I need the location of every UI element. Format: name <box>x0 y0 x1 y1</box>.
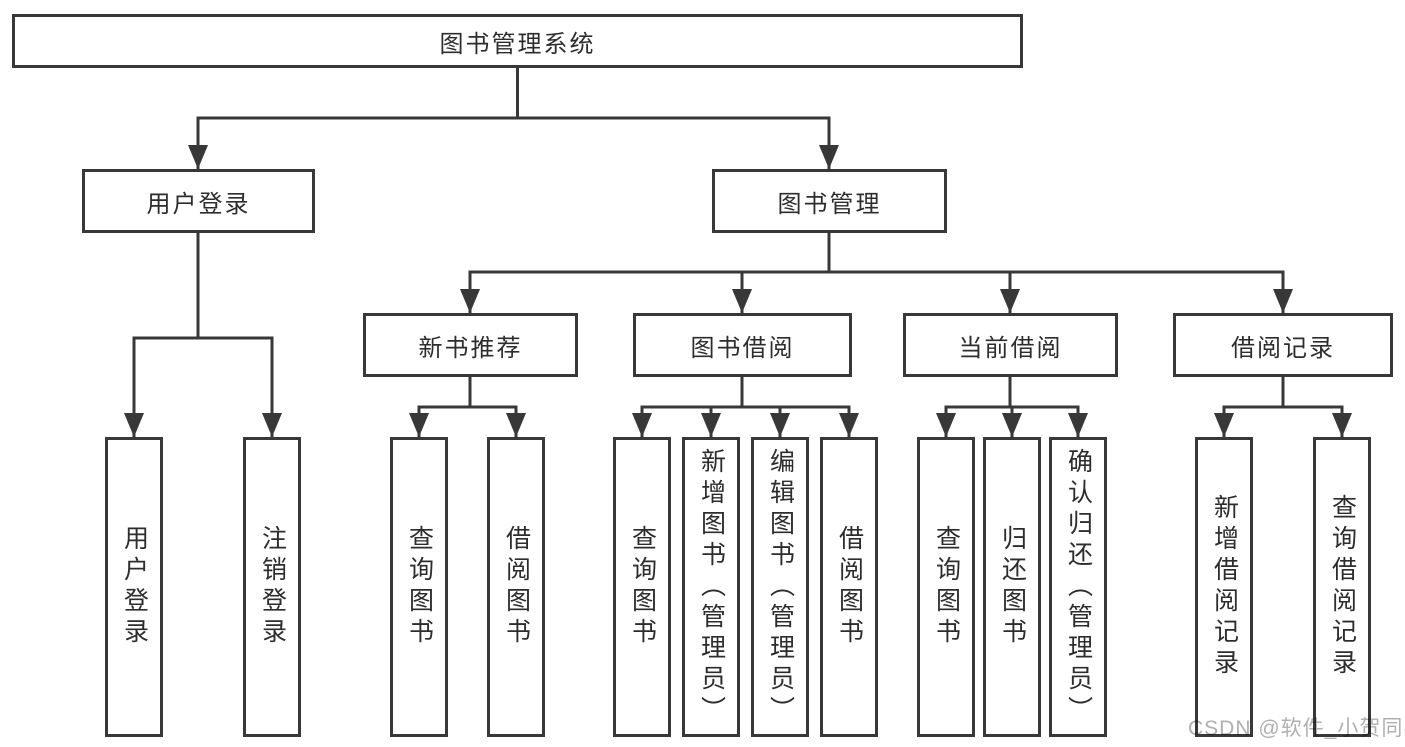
leaf-current-query-books-label: 查询图书 <box>932 525 961 649</box>
leaf-borrow-edit-books-admin-label: 编辑图书（管理员） <box>766 447 795 727</box>
leaf-recommend-query-books-label: 查询图书 <box>405 525 434 649</box>
connector-recommend-to-leaves <box>417 377 518 437</box>
node-library-system-label: 图书管理系统 <box>439 30 596 58</box>
leaf-logout: 注销登录 <box>243 437 301 737</box>
leaf-borrow-borrow-books-label: 借阅图书 <box>835 525 864 649</box>
leaf-recommend-query-books: 查询图书 <box>390 437 448 737</box>
leaf-records-query-record-label: 查询借阅记录 <box>1328 494 1357 680</box>
leaf-logout-label: 注销登录 <box>258 525 287 649</box>
leaf-recommend-borrow-books: 借阅图书 <box>487 437 545 737</box>
leaf-borrow-add-books-admin: 新增图书（管理员） <box>682 437 740 737</box>
connector-borrow-to-leaves <box>640 377 851 437</box>
node-current-borrow: 当前借阅 <box>903 313 1118 377</box>
leaf-user-login-label: 用户登录 <box>120 525 149 649</box>
leaf-borrow-borrow-books: 借阅图书 <box>820 437 878 737</box>
connector-management-to-level3 <box>468 233 1285 313</box>
leaf-borrow-query-books: 查询图书 <box>613 437 671 737</box>
node-user-login: 用户登录 <box>82 169 315 233</box>
node-borrow-records-label: 借阅记录 <box>1231 334 1335 362</box>
leaf-current-return-books-label: 归还图书 <box>998 525 1027 649</box>
node-library-system: 图书管理系统 <box>12 14 1023 68</box>
leaf-records-add-record-label: 新增借阅记录 <box>1210 494 1239 680</box>
node-new-book-recommend: 新书推荐 <box>363 313 578 377</box>
node-book-borrow-label: 图书借阅 <box>690 334 795 362</box>
leaf-records-query-record: 查询借阅记录 <box>1313 437 1371 737</box>
connector-records-to-leaves <box>1222 377 1344 437</box>
csdn-watermark: CSDN @软件_小贺同学 <box>1188 717 1405 740</box>
node-book-management-label: 图书管理 <box>777 190 882 218</box>
node-new-book-recommend-label: 新书推荐 <box>418 334 523 362</box>
leaf-records-add-record: 新增借阅记录 <box>1195 437 1253 737</box>
leaf-user-login: 用户登录 <box>105 437 163 737</box>
node-book-management: 图书管理 <box>712 169 947 233</box>
leaf-current-query-books: 查询图书 <box>917 437 975 737</box>
leaf-borrow-add-books-admin-label: 新增图书（管理员） <box>697 447 726 727</box>
node-book-borrow: 图书借阅 <box>633 313 852 377</box>
node-user-login-label: 用户登录 <box>146 190 251 218</box>
connector-userlogin-to-leaves <box>132 233 274 437</box>
node-current-borrow-label: 当前借阅 <box>958 334 1063 362</box>
leaf-borrow-edit-books-admin: 编辑图书（管理员） <box>751 437 809 737</box>
leaf-borrow-query-books-label: 查询图书 <box>628 525 657 649</box>
node-borrow-records: 借阅记录 <box>1173 313 1393 377</box>
leaf-recommend-borrow-books-label: 借阅图书 <box>502 525 531 649</box>
leaf-current-confirm-return-admin-label: 确认归还（管理员） <box>1064 447 1093 727</box>
leaf-current-confirm-return-admin: 确认归还（管理员） <box>1049 437 1107 737</box>
connector-root-to-level2 <box>196 68 831 169</box>
leaf-current-return-books: 归还图书 <box>983 437 1041 737</box>
connector-current-to-leaves <box>944 377 1080 437</box>
